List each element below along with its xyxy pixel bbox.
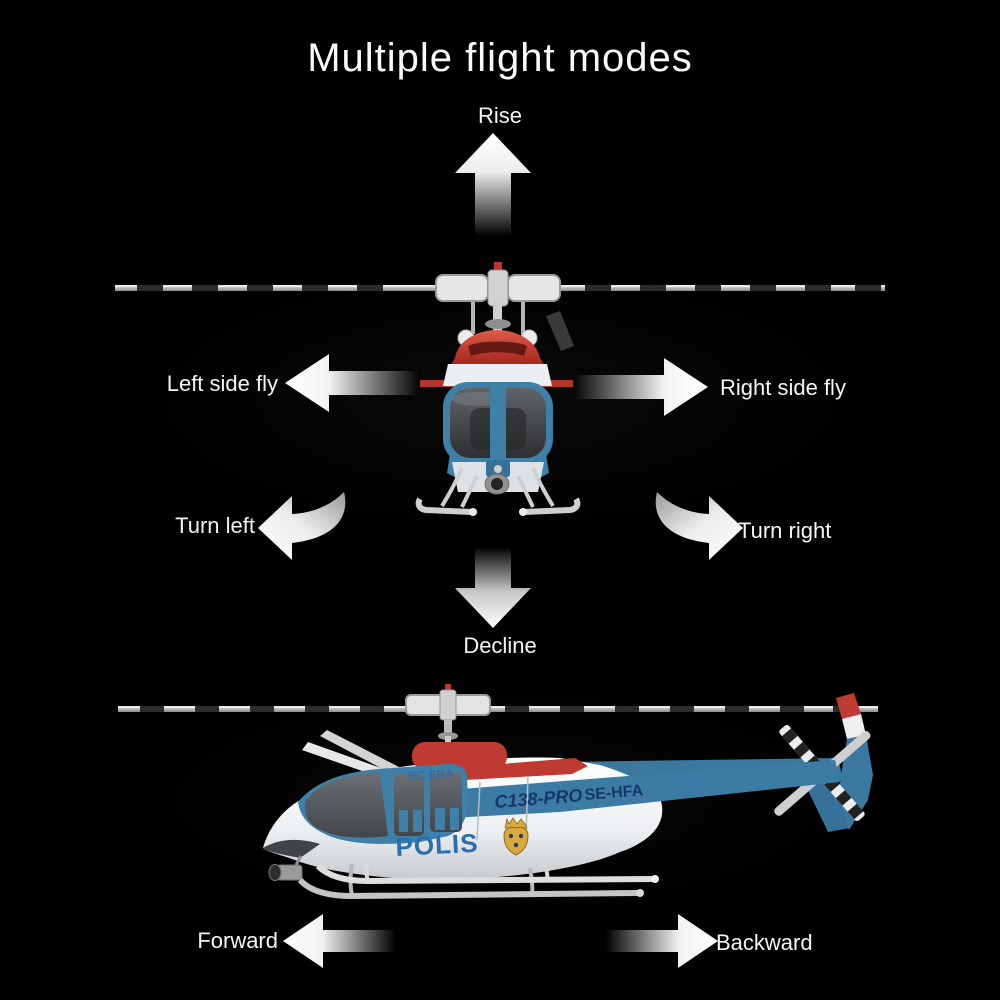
left-side-fly-arrow-icon: [285, 354, 420, 412]
turn-right-arrow-icon: [655, 492, 743, 560]
page-title: Multiple flight modes: [307, 36, 693, 80]
engine-cowl: [412, 742, 507, 770]
mid-blue-stripe: [448, 760, 840, 818]
windshield-side: [304, 773, 388, 838]
left-side-fly-label: Left side fly: [166, 371, 278, 396]
side-main-rotor: [118, 706, 878, 712]
polis-text: POLIS: [395, 828, 479, 862]
tail-fin-white: [842, 714, 866, 739]
brand-text: RC ERA: [407, 767, 454, 783]
rise-arrow-icon: [455, 133, 531, 235]
backward-label: Backward: [716, 930, 813, 955]
side-helicopter-illustration: DANGER RC ERA C138-PRO SE-HFA POLIS: [118, 684, 878, 900]
decline-label: Decline: [463, 633, 537, 658]
decline-arrow-icon: [455, 548, 531, 628]
front-search-light: [484, 473, 510, 495]
backward-arrow-icon: [606, 914, 718, 968]
forward-label: Forward: [197, 928, 278, 953]
front-rotor-hub: [435, 262, 561, 342]
turn-left-arrow-icon: [258, 492, 346, 560]
right-side-fly-arrow-icon: [573, 358, 708, 416]
front-fuselage: [409, 329, 585, 516]
nose-tip: [263, 839, 320, 858]
front-white-band: [443, 364, 552, 386]
police-crest: [503, 817, 529, 856]
front-tail-rotor-blade: [546, 311, 574, 351]
tail-fin-red: [836, 693, 861, 719]
registration-text: SE-HFA: [584, 782, 644, 804]
forward-arrow-icon: [283, 914, 395, 968]
side-fuselage: RC ERA C138-PRO SE-HFA POLIS: [263, 742, 840, 900]
front-landing-skids: [415, 467, 581, 516]
turn-right-label: Turn right: [738, 518, 832, 543]
right-side-fly-label: Right side fly: [720, 375, 846, 400]
side-search-light: [268, 855, 303, 881]
side-landing-skids: [297, 859, 659, 900]
rise-label: Rise: [477, 103, 522, 128]
tail-lower-fin: [805, 780, 850, 832]
front-helicopter-illustration: [115, 262, 885, 516]
turn-left-label: Turn left: [175, 513, 255, 538]
front-center-pillar: [490, 382, 506, 464]
